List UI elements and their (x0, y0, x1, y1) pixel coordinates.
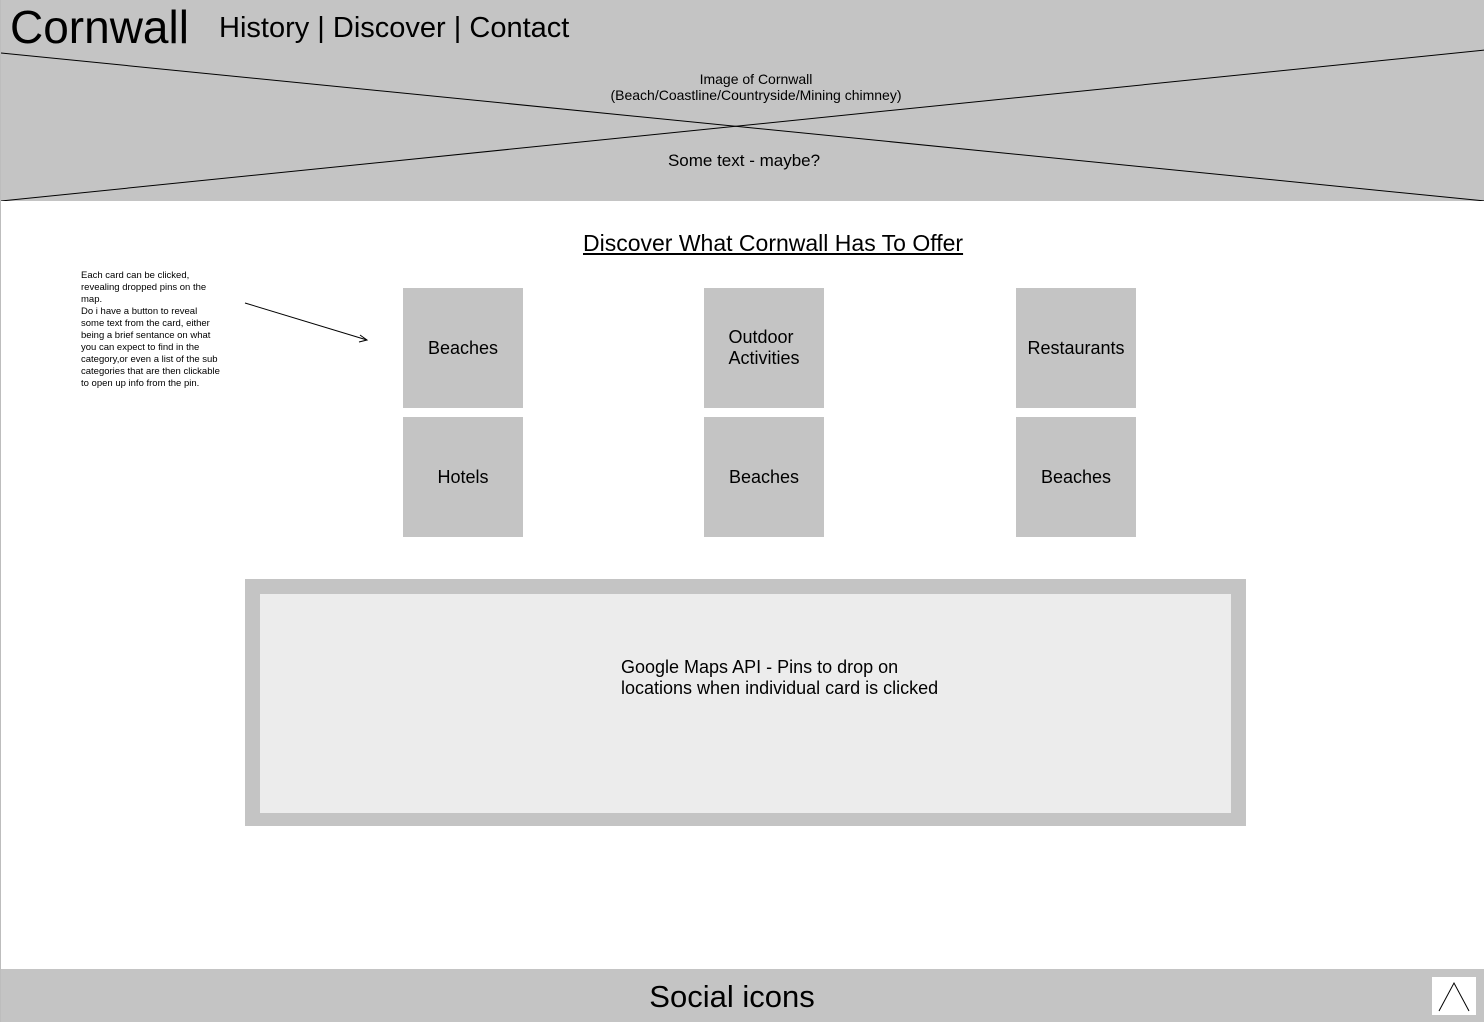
social-icons-placeholder[interactable]: Social icons (649, 979, 815, 1014)
category-card-hotels[interactable]: Hotels (403, 417, 523, 537)
category-card-beaches[interactable]: Beaches (403, 288, 523, 408)
card-label-line: Hotels (437, 466, 489, 487)
category-card-beaches[interactable]: Beaches (1016, 417, 1136, 537)
annotation-paragraph: Do i have a button to reveal some text f… (81, 306, 220, 389)
card-label-line: Restaurants (1027, 337, 1125, 358)
nav-link-contact[interactable]: Contact (469, 12, 570, 44)
card-label-line: Beaches (427, 337, 499, 358)
card-label-line: Outdoor (728, 327, 794, 347)
card-label-line: Activities (728, 348, 800, 368)
card-label: Restaurants (1027, 338, 1124, 359)
annotation-paragraph: Each card can be clicked, revealing drop… (81, 270, 207, 305)
card-label: Outdoor Activities (728, 327, 799, 369)
main-nav: History | Discover | Contact (219, 10, 569, 46)
google-map[interactable]: Google Maps API - Pins to drop on locati… (260, 594, 1231, 813)
site-logo-text[interactable]: Cornwall (10, 1, 189, 53)
card-label-line: Beaches (728, 466, 800, 487)
scroll-to-top-button[interactable] (1432, 977, 1476, 1015)
card-label: Hotels (437, 467, 488, 488)
nav-separator: | (453, 12, 462, 44)
map-text-line: locations when individual card is clicke… (621, 678, 939, 698)
image-placeholder-cross (1, 49, 1484, 201)
caret-up-icon (1438, 981, 1470, 1012)
hero-image-caption: Image of Cornwall (Beach/Coastline/Count… (556, 71, 956, 103)
card-label: Beaches (1041, 467, 1111, 488)
map-placeholder-text: Google Maps API - Pins to drop on locati… (621, 657, 981, 699)
card-label: Beaches (729, 467, 799, 488)
card-label-line: Beaches (1040, 466, 1112, 487)
hero-caption-line: Image of Cornwall (699, 71, 813, 87)
annotation-arrow-icon (244, 302, 369, 343)
nav-link-discover[interactable]: Discover (332, 12, 446, 44)
hero-header: Cornwall History | Discover | Contact Im… (1, 0, 1484, 201)
category-card-restaurants[interactable]: Restaurants (1016, 288, 1136, 408)
category-card-beaches[interactable]: Beaches (704, 417, 824, 537)
nav-link-history[interactable]: History (219, 12, 310, 44)
section-title: Discover What Cornwall Has To Offer (583, 230, 964, 256)
card-label: Beaches (428, 338, 498, 359)
nav-separator: | (317, 12, 325, 44)
annotation-note: Each card can be clicked, revealing drop… (81, 270, 223, 390)
hero-caption-line: (Beach/Coastline/Countryside/Mining chim… (610, 87, 902, 103)
map-text-line: Google Maps API - Pins to drop on (621, 657, 899, 677)
category-card-outdoor-activities[interactable]: Outdoor Activities (704, 288, 824, 408)
hero-text: Some text - maybe? (667, 151, 821, 170)
map-container: Google Maps API - Pins to drop on locati… (245, 579, 1246, 826)
footer: Social icons (1, 969, 1484, 1022)
